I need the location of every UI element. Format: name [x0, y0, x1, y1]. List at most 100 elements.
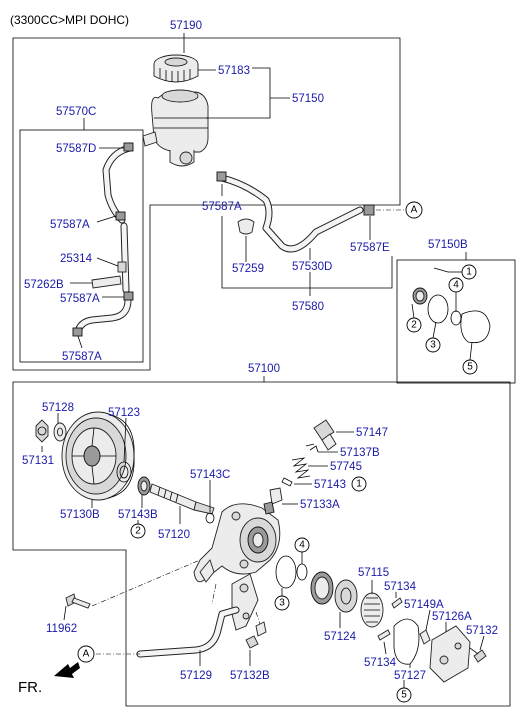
hose-clamp-middle[interactable] — [123, 291, 134, 301]
bracket-plate[interactable] — [231, 573, 259, 631]
label-57587a-4[interactable]: 57587A — [202, 201, 242, 213]
o-ring-57137b[interactable] — [305, 443, 319, 453]
ref-circle-2-top[interactable]: 2 — [406, 317, 422, 333]
clamp-57259[interactable] — [237, 218, 255, 235]
hose-clamp-57587e[interactable] — [363, 204, 375, 216]
label-57132[interactable]: 57132 — [466, 625, 498, 637]
ref-circle-2-main[interactable]: 2 — [130, 523, 146, 539]
connector-57147[interactable] — [313, 419, 337, 451]
reservoir-tank[interactable] — [142, 89, 209, 167]
label-57190[interactable]: 57190 — [170, 20, 202, 32]
label-57570c[interactable]: 57570C — [56, 106, 96, 118]
reservoir-cap[interactable] — [153, 54, 199, 83]
label-57124[interactable]: 57124 — [324, 631, 357, 643]
label-57580[interactable]: 57580 — [292, 301, 324, 313]
spring-57745[interactable] — [291, 457, 311, 479]
ref-circle-a-bottom[interactable]: A — [77, 645, 95, 663]
engine-spec-caption: (3300CC>MPI DOHC) — [10, 13, 129, 27]
pin-57134-lower[interactable] — [377, 629, 391, 641]
label-57143c[interactable]: 57143C — [190, 469, 230, 481]
label-57127[interactable]: 57127 — [394, 670, 426, 682]
label-57262b[interactable]: 57262B — [24, 279, 64, 291]
label-57149a[interactable]: 57149A — [404, 599, 444, 611]
o-ring-57143[interactable] — [281, 477, 293, 487]
seal-kit-parts[interactable] — [412, 267, 491, 344]
rotor-57115[interactable] — [360, 592, 384, 628]
side-plate[interactable] — [334, 579, 358, 613]
ref-circle-5-top[interactable]: 5 — [462, 359, 478, 375]
pulley-nut-57131[interactable] — [35, 419, 49, 443]
label-57530d[interactable]: 57530D — [292, 261, 332, 273]
hose-clamp-upper[interactable] — [115, 211, 126, 221]
gasket-57127[interactable] — [393, 618, 420, 665]
label-57132b[interactable]: 57132B — [230, 670, 270, 682]
label-57123[interactable]: 57123 — [108, 407, 140, 419]
label-57587a-2[interactable]: 57587A — [60, 293, 100, 305]
ref-circle-1-main[interactable]: 1 — [351, 476, 367, 492]
label-57745[interactable]: 57745 — [330, 461, 362, 473]
label-57100[interactable]: 57100 — [248, 363, 280, 375]
leader-57587a-1 — [96, 215, 117, 223]
label-57587a-3[interactable]: 57587A — [62, 351, 102, 363]
label-57133a[interactable]: 57133A — [300, 499, 340, 511]
label-57128[interactable]: 57128 — [42, 402, 74, 414]
snap-ring-57143b[interactable] — [137, 476, 151, 496]
nut-57132b[interactable] — [245, 635, 259, 649]
label-57143b[interactable]: 57143B — [118, 509, 158, 521]
pump-body[interactable] — [193, 503, 281, 583]
label-57587d[interactable]: 57587D — [56, 143, 96, 155]
leader-57132 — [479, 635, 485, 651]
bolt-11962[interactable] — [65, 593, 91, 609]
pulley-57130b[interactable] — [61, 411, 135, 501]
label-57134-2[interactable]: 57134 — [364, 657, 397, 669]
label-57120[interactable]: 57120 — [158, 529, 190, 541]
washer-57128[interactable] — [53, 422, 67, 442]
label-57131[interactable]: 57131 — [22, 455, 54, 467]
return-hose[interactable] — [218, 174, 364, 253]
hose-clamp-lower[interactable] — [72, 327, 83, 337]
bracket-57262b[interactable] — [91, 275, 122, 289]
label-57115[interactable]: 57115 — [358, 567, 389, 579]
label-57587a-1[interactable]: 57587A — [50, 219, 90, 231]
ref-circle-a-top[interactable]: A — [405, 201, 423, 219]
washer-bracket[interactable] — [255, 621, 267, 637]
label-57130b[interactable]: 57130B — [60, 509, 100, 521]
grommet-25314[interactable] — [117, 261, 127, 273]
ref-circle-1-top[interactable]: 1 — [461, 264, 477, 280]
seal-ring-k3[interactable] — [275, 555, 297, 589]
pin-57134-upper[interactable] — [391, 597, 403, 609]
bolt-57132[interactable] — [469, 647, 487, 663]
centerline-bracket — [211, 583, 217, 605]
tube-57129[interactable] — [136, 606, 240, 658]
rear-cover-57126a[interactable] — [429, 625, 471, 683]
label-57143[interactable]: 57143 — [314, 479, 346, 491]
label-57150[interactable]: 57150 — [292, 93, 324, 105]
ref-circle-5-main[interactable]: 5 — [396, 687, 412, 703]
seal-ring-k4[interactable] — [296, 563, 308, 581]
label-57126a[interactable]: 57126A — [432, 611, 472, 623]
ref-circle-3-top[interactable]: 3 — [425, 337, 441, 353]
ref-circle-4-main[interactable]: 4 — [294, 537, 310, 553]
label-57134-1[interactable]: 57134 — [384, 581, 417, 593]
o-ring-57143c[interactable] — [205, 512, 215, 524]
label-57183[interactable]: 57183 — [218, 65, 250, 77]
leader-57150b-k2 — [411, 303, 415, 319]
pump-shaft-57120[interactable] — [149, 483, 215, 515]
label-57147[interactable]: 57147 — [356, 427, 388, 439]
hose-clamp-57587d[interactable] — [123, 142, 134, 152]
hose-clamp-return-start[interactable] — [216, 171, 227, 182]
front-direction-arrow-icon — [54, 662, 80, 678]
label-25314[interactable]: 25314 — [60, 253, 93, 265]
ref-circle-4-top[interactable]: 4 — [448, 277, 464, 293]
label-57137b[interactable]: 57137B — [340, 447, 380, 459]
label-57259[interactable]: 57259 — [232, 263, 264, 275]
label-11962[interactable]: 11962 — [46, 623, 77, 635]
pin-57149a[interactable] — [419, 629, 431, 645]
svg-text:1: 1 — [356, 479, 362, 490]
valve-57133a[interactable] — [263, 487, 283, 515]
ref-circle-3-main[interactable]: 3 — [274, 595, 290, 611]
cam-ring-57124[interactable] — [310, 571, 334, 605]
label-57150b[interactable]: 57150B — [428, 239, 468, 251]
label-57587e[interactable]: 57587E — [350, 242, 390, 254]
label-57129[interactable]: 57129 — [180, 670, 212, 682]
